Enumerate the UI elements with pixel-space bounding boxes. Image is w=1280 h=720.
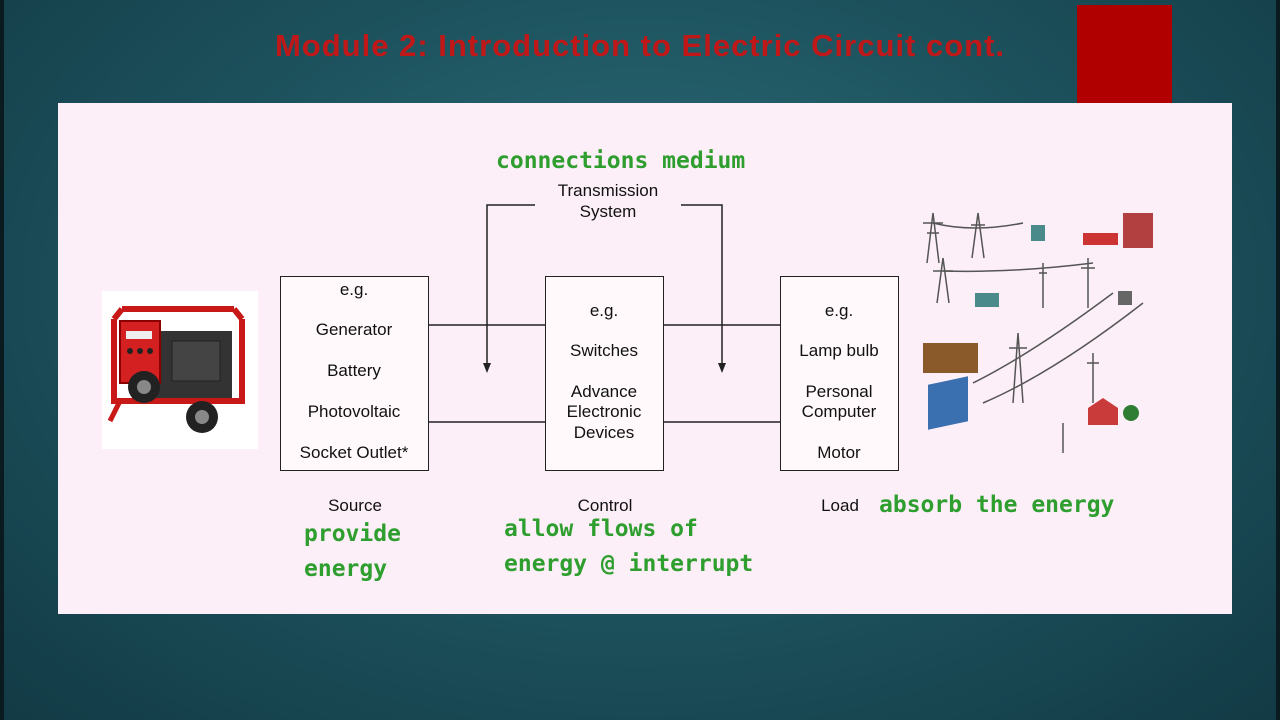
frame-left-edge: [0, 0, 4, 720]
system-label: System: [579, 202, 637, 221]
load-item: Personal: [805, 382, 873, 401]
load-box: e.g. Lamp bulb Personal Computer Motor: [780, 276, 899, 471]
control-item: Electronic: [566, 402, 642, 421]
control-label: Control: [577, 496, 633, 515]
source-note-line2: energy: [304, 556, 388, 582]
control-note-line2: energy @ interrupt: [504, 551, 754, 577]
source-eg: e.g.: [339, 280, 369, 299]
transmission-label: Transmission: [557, 181, 659, 200]
source-item: Photovoltaic: [307, 402, 401, 421]
source-item: Socket Outlet*: [299, 443, 409, 462]
source-label: Source: [328, 496, 382, 515]
slide-title: Module 2: Introduction to Electric Circu…: [274, 28, 1005, 63]
control-box: e.g. Switches Advance Electronic Devices: [545, 276, 664, 471]
load-item: Computer: [801, 402, 877, 421]
frame-right-edge: [1276, 0, 1280, 720]
control-note-line1: allow flows of: [504, 516, 698, 542]
connections-medium-note: connections medium: [496, 148, 746, 174]
control-eg: e.g.: [589, 301, 619, 320]
control-item: Devices: [573, 423, 635, 442]
source-item: Generator: [315, 320, 393, 339]
load-item: Lamp bulb: [799, 341, 879, 360]
power-grid-image: [913, 203, 1175, 453]
diagram-panel: connections medium Transmission System e…: [58, 103, 1232, 614]
load-eg: e.g.: [824, 301, 854, 320]
load-item: Motor: [817, 443, 861, 462]
source-box: e.g. Generator Battery Photovoltaic Sock…: [280, 276, 429, 471]
load-note: absorb the energy: [879, 492, 1115, 518]
source-note-line1: provide: [304, 521, 401, 547]
load-label: Load: [821, 496, 859, 515]
control-item: Advance: [570, 382, 638, 401]
red-accent-tab: [1077, 5, 1172, 103]
control-item: Switches: [569, 341, 639, 360]
connector-lines: [429, 204, 780, 423]
generator-image: [102, 291, 258, 449]
source-item: Battery: [327, 361, 381, 380]
